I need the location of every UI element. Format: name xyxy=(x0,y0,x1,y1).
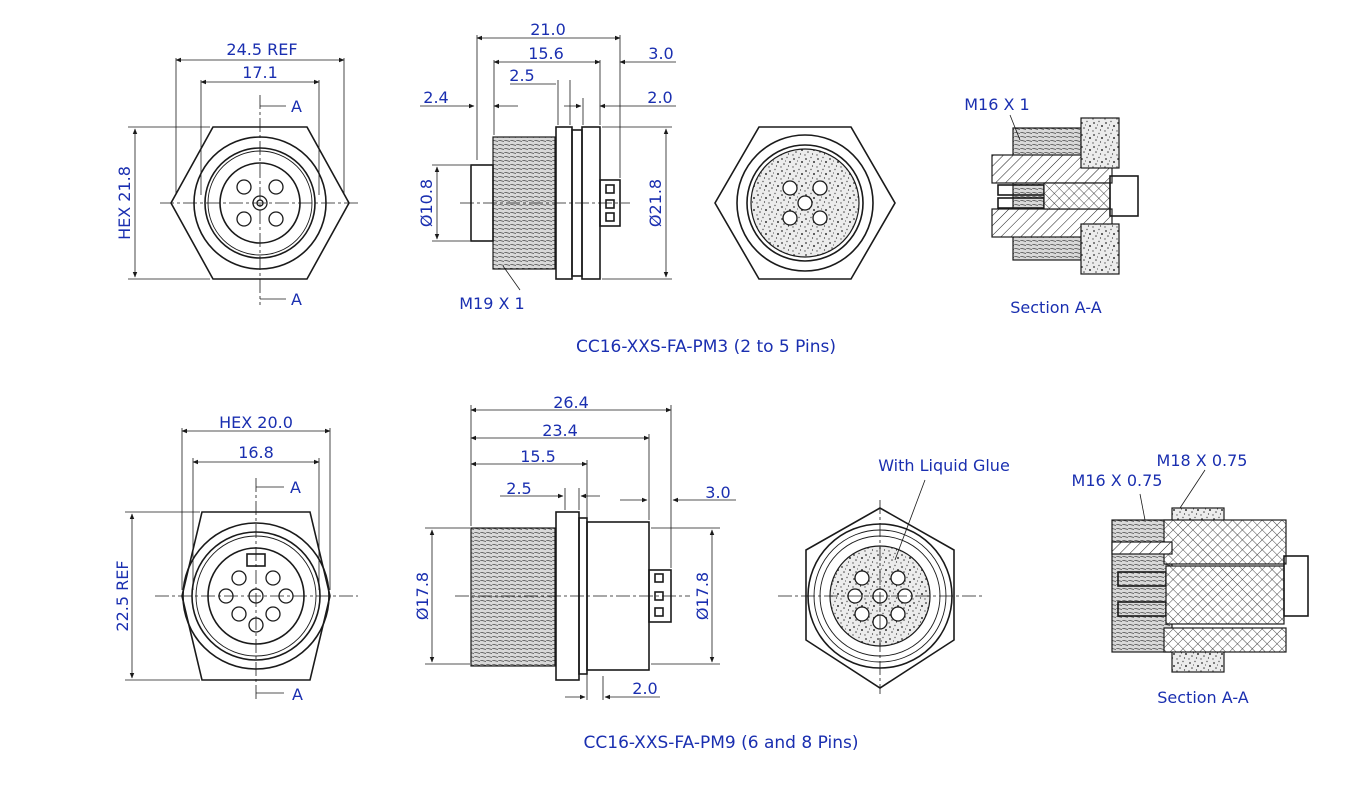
top-section-label: Section A-A xyxy=(1010,298,1102,317)
bottom-side-dia-left: Ø17.8 xyxy=(413,572,432,620)
bottom-rear-note: With Liquid Glue xyxy=(878,456,1010,475)
bottom-side-dim-2-0: 2.0 xyxy=(632,679,657,698)
top-front-view xyxy=(128,57,360,305)
bottom-front-view xyxy=(125,428,358,700)
bottom-section-thread-left: M16 X 0.75 xyxy=(1072,471,1163,490)
bottom-side-dim-15-5: 15.5 xyxy=(520,447,556,466)
top-side-dim-2-4: 2.4 xyxy=(423,88,448,107)
top-side-dim-2-5: 2.5 xyxy=(509,66,534,85)
bottom-section-label: Section A-A xyxy=(1157,688,1249,707)
top-side-dia-left: Ø10.8 xyxy=(417,179,436,227)
bottom-section-view xyxy=(1111,469,1309,673)
top-section-thread: M16 X 1 xyxy=(964,95,1029,114)
top-side-dim-21: 21.0 xyxy=(530,20,566,39)
top-side-dia-right: Ø21.8 xyxy=(646,179,665,227)
top-side-dim-3-0: 3.0 xyxy=(648,44,673,63)
top-rear-view xyxy=(714,126,896,280)
top-front-width-inner: 17.1 xyxy=(242,63,278,82)
top-side-dim-2-0: 2.0 xyxy=(647,88,672,107)
top-side-view xyxy=(420,35,676,291)
bottom-front-section-label-bottom: A xyxy=(292,685,303,704)
bottom-side-dim-26-4: 26.4 xyxy=(553,393,589,412)
top-caption: CC16-XXS-FA-PM3 (2 to 5 Pins) xyxy=(576,337,836,357)
top-front-section-label-top: A xyxy=(291,97,302,116)
bottom-front-height-ref: 22.5 REF xyxy=(113,560,132,631)
bottom-side-dia-right: Ø17.8 xyxy=(693,572,712,620)
top-side-dim-15-6: 15.6 xyxy=(528,44,564,63)
bottom-side-view xyxy=(425,405,736,700)
top-front-section-label-bottom: A xyxy=(291,290,302,309)
bottom-section-thread-right: M18 X 0.75 xyxy=(1157,451,1248,470)
top-side-thread: M19 X 1 xyxy=(459,294,524,313)
bottom-rear-view xyxy=(778,479,982,694)
bottom-side-dim-23-4: 23.4 xyxy=(542,421,578,440)
bottom-side-dim-2-5: 2.5 xyxy=(506,479,531,498)
top-front-hex: HEX 21.8 xyxy=(115,166,134,240)
bottom-front-hex: HEX 20.0 xyxy=(219,413,293,432)
bottom-side-dim-3-0: 3.0 xyxy=(705,483,730,502)
bottom-front-width-inner: 16.8 xyxy=(238,443,274,462)
top-section-view xyxy=(991,114,1139,275)
bottom-caption: CC16-XXS-FA-PM9 (6 and 8 Pins) xyxy=(584,733,859,753)
top-front-width-ref: 24.5 REF xyxy=(226,40,297,59)
bottom-front-section-label-top: A xyxy=(290,478,301,497)
